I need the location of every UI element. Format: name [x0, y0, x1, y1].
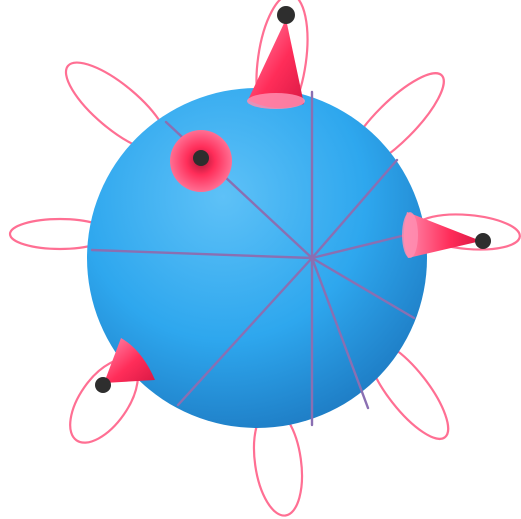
surface-spot — [170, 130, 232, 192]
cone-right — [402, 212, 491, 258]
point-top — [277, 6, 295, 24]
surface-spot-point — [193, 150, 209, 166]
cone-top-base — [247, 93, 305, 109]
point-bottom-left — [95, 377, 111, 393]
point-right — [475, 233, 491, 249]
cone-right-base — [402, 212, 418, 258]
cone-top — [247, 6, 305, 109]
